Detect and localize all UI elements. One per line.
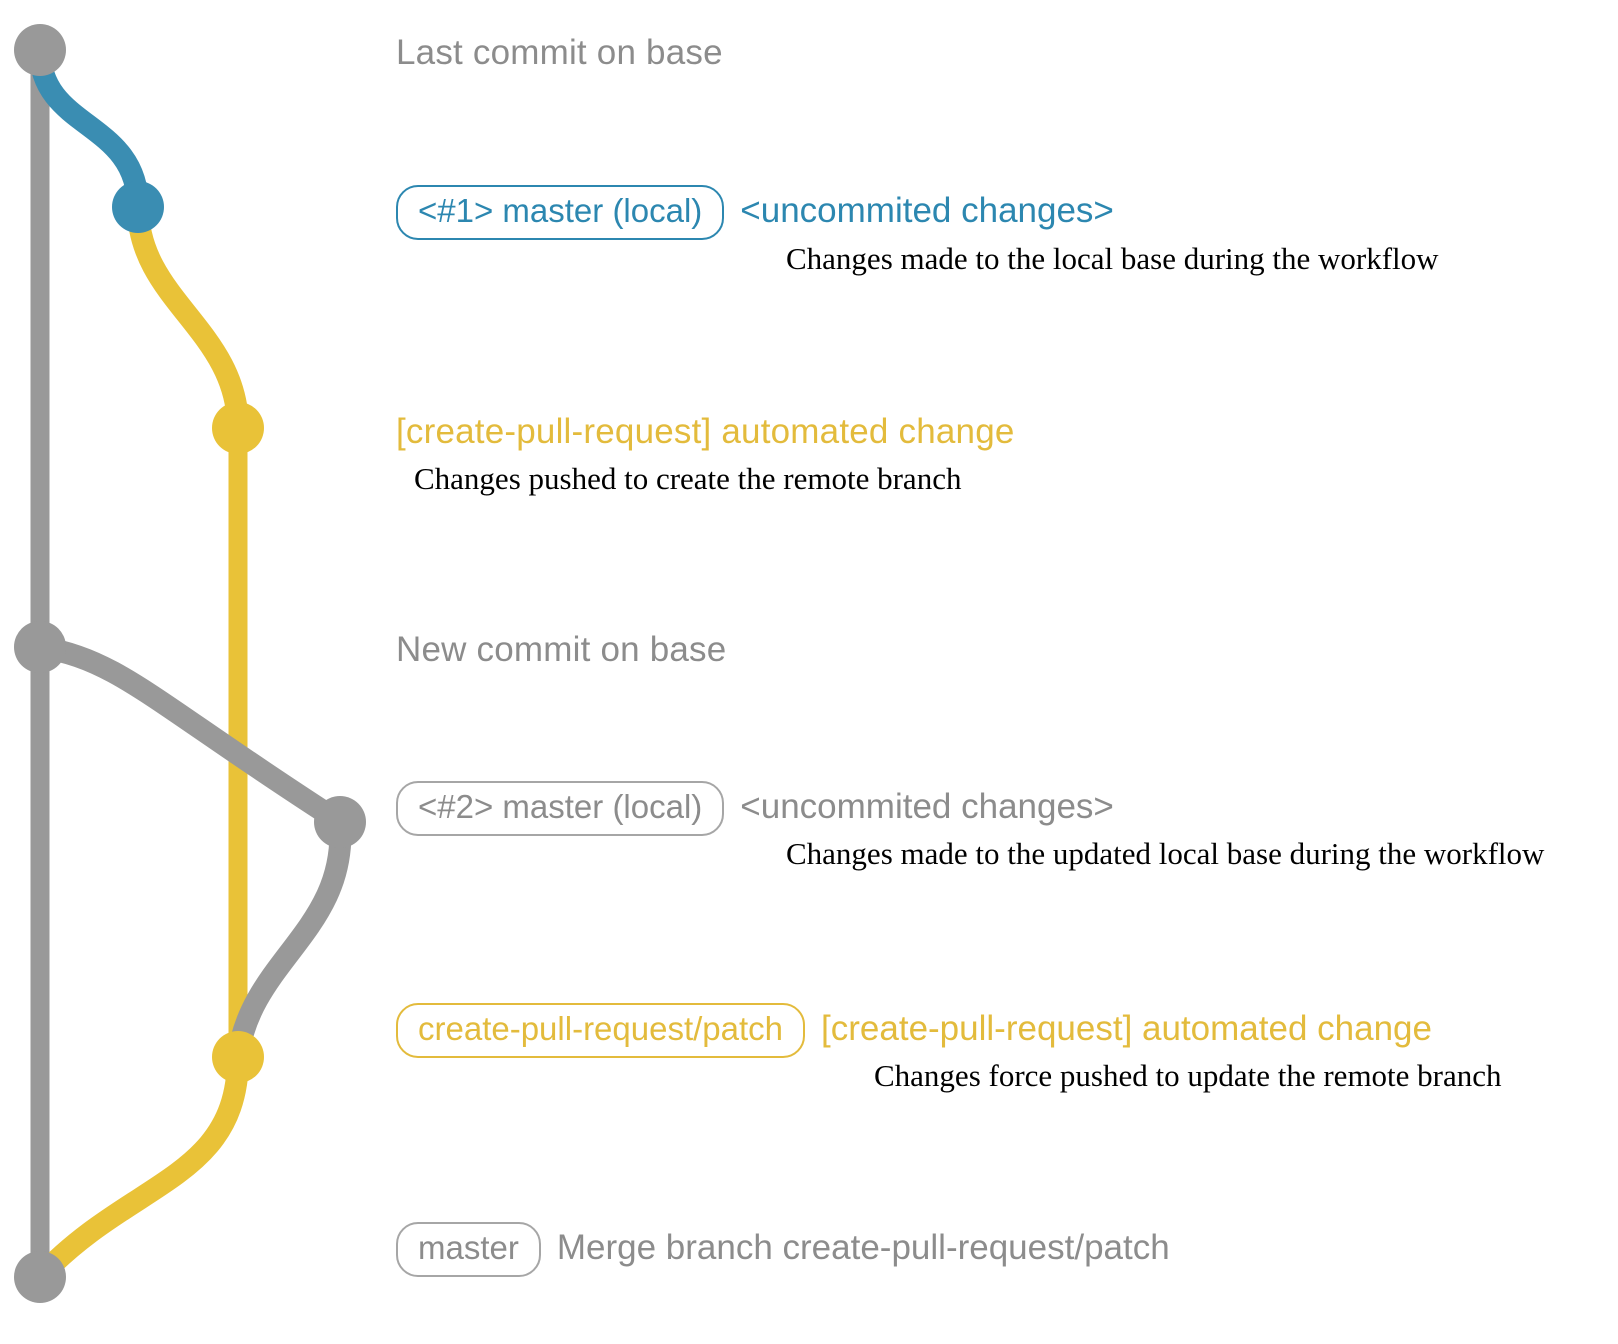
commit-message-automated-change-1: [create-pull-request] automated change xyxy=(396,412,1015,451)
commit-message-merge: Merge branch create-pull-request/patch xyxy=(556,1228,1170,1267)
branch-badge-create-pull-request-patch[interactable]: create-pull-request/patch xyxy=(396,1003,806,1058)
commit-message-new-commit: New commit on base xyxy=(396,630,727,669)
yellow-merge-line xyxy=(29,1046,249,1288)
description-local-master-1: Changes made to the local base during th… xyxy=(786,241,1439,276)
commit-node-merge[interactable] xyxy=(14,1251,66,1303)
graph-row-local-master-2: <#2> master (local) <uncommited changes> xyxy=(396,781,1114,836)
commit-node-automated-change-1[interactable] xyxy=(212,402,264,454)
graph-row-merge: master Merge branch create-pull-request/… xyxy=(396,1222,1170,1277)
gray-detached-branch-line xyxy=(29,636,351,833)
commit-node-local-master-1[interactable] xyxy=(112,181,164,233)
commit-node-local-master-2[interactable] xyxy=(314,796,366,848)
description-automated-change-2: Changes force pushed to update the remot… xyxy=(874,1058,1502,1093)
commit-message-local-master-2: <uncommited changes> xyxy=(740,787,1114,826)
gray-rejoin-line xyxy=(227,811,352,1068)
commit-node-last-commit-on-base[interactable] xyxy=(14,24,66,76)
graph-row-new-commit: New commit on base xyxy=(396,630,726,670)
graph-row-automated-change-2: create-pull-request/patch [create-pull-r… xyxy=(396,1003,1432,1058)
blue-branch-line xyxy=(29,39,149,218)
description-automated-change-1: Changes pushed to create the remote bran… xyxy=(414,461,962,496)
yellow-branch-upper-line xyxy=(127,196,249,439)
branch-badge-local-master-1[interactable]: <#1> master (local) xyxy=(396,185,725,240)
commit-node-new-commit-on-base[interactable] xyxy=(14,621,66,673)
branch-badge-master[interactable]: master xyxy=(396,1222,541,1277)
description-local-master-2: Changes made to the updated local base d… xyxy=(786,836,1545,871)
branch-badge-local-master-2[interactable]: <#2> master (local) xyxy=(396,781,725,836)
graph-row-automated-change-1: [create-pull-request] automated change xyxy=(396,412,1015,452)
commit-node-automated-change-2[interactable] xyxy=(212,1031,264,1083)
commit-message-automated-change-2: [create-pull-request] automated change xyxy=(821,1009,1432,1048)
graph-row-local-master-1: <#1> master (local) <uncommited changes> xyxy=(396,185,1114,240)
graph-row-last-commit: Last commit on base xyxy=(396,33,723,73)
commit-message-last-commit: Last commit on base xyxy=(396,33,723,72)
commit-message-local-master-1: <uncommited changes> xyxy=(740,191,1114,230)
